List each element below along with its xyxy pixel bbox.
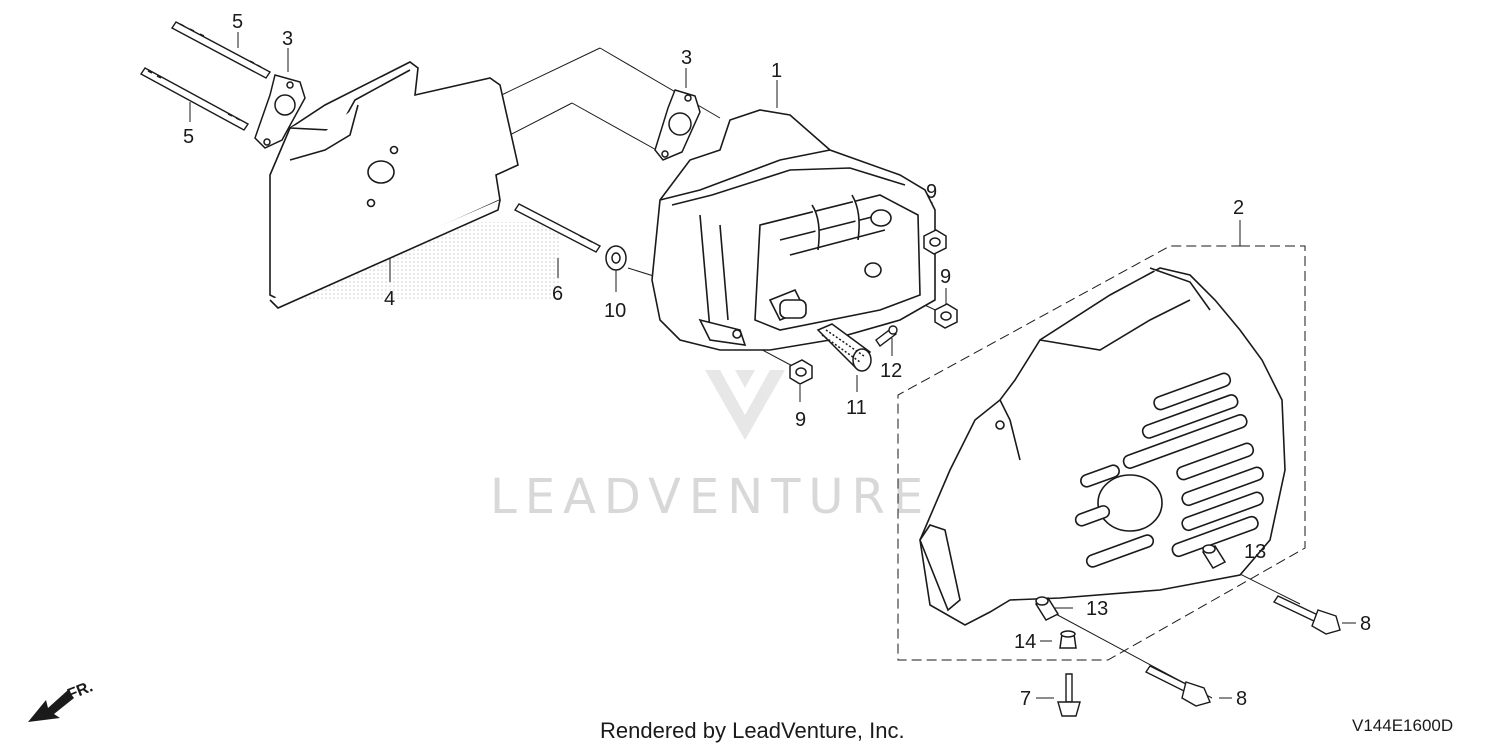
flange-nut-9-lower (789, 359, 813, 385)
callout-5-lower: 5 (183, 126, 194, 148)
callout-5-upper: 5 (232, 11, 243, 33)
direction-label: FR. (65, 678, 95, 703)
collar-13-lower (1034, 596, 1060, 621)
callout-9-lower: 9 (795, 409, 806, 431)
callouts: 5 3 5 3 1 9 9 4 6 10 9 11 12 2 13 13 8 8… (183, 11, 1371, 710)
callout-1: 1 (771, 60, 782, 82)
flange-nut-9-upper (923, 229, 947, 255)
stud-bolt-6 (513, 203, 602, 253)
seal-nut-10 (605, 245, 627, 271)
spacer-14 (1059, 630, 1077, 649)
callout-8-lower: 8 (1236, 688, 1247, 710)
collar-13-right (1201, 544, 1227, 569)
callout-14: 14 (1014, 631, 1036, 653)
flange-bolt-8-lower (1144, 665, 1211, 707)
callout-3-left: 3 (282, 28, 293, 50)
callout-8-right: 8 (1360, 613, 1371, 635)
gasket-left (254, 74, 306, 149)
diagram-code: V144E1600D (1352, 716, 1454, 735)
watermark-text: LEADVENTURE (490, 469, 931, 525)
stud-bolt-lower (139, 67, 250, 131)
callout-7: 7 (1020, 688, 1031, 710)
callout-3-right: 3 (681, 47, 692, 69)
muffler-cover (919, 267, 1286, 626)
callout-9-right: 9 (940, 266, 951, 288)
callout-9-upper: 9 (926, 181, 937, 203)
callout-10: 10 (604, 300, 626, 322)
callout-6: 6 (552, 283, 563, 305)
callout-13-right: 13 (1244, 541, 1266, 563)
callout-11: 11 (846, 397, 867, 419)
muffler-protector (269, 61, 519, 309)
leadventure-logo-watermark (705, 370, 785, 440)
callout-12: 12 (880, 360, 902, 382)
callout-2: 2 (1233, 197, 1244, 219)
muffler (651, 109, 936, 351)
stud-bolt-upper (170, 21, 272, 79)
flange-bolt-8-right (1272, 595, 1341, 635)
spark-arrester (816, 323, 872, 372)
callout-4: 4 (384, 288, 395, 310)
callout-13-lower: 13 (1086, 598, 1108, 620)
gasket-right (654, 89, 701, 161)
flange-nut-9-right (934, 303, 958, 329)
cover-assembly-box (897, 245, 1306, 661)
rendered-by-credit: Rendered by LeadVenture, Inc. (600, 718, 905, 743)
front-direction-arrow-icon: FR. (28, 678, 95, 722)
flange-bolt-7 (1057, 673, 1081, 717)
tapping-screw (875, 325, 898, 348)
